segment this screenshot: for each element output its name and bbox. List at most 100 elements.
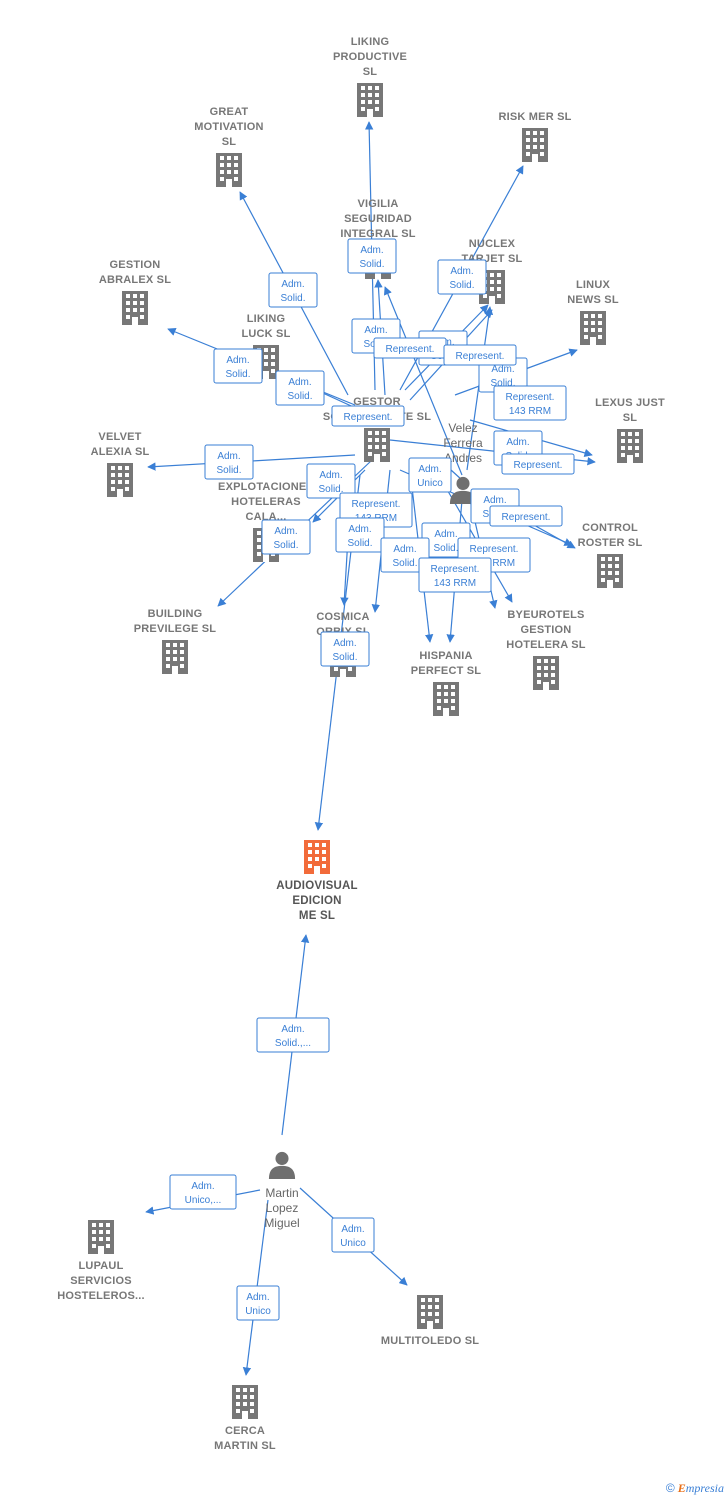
edge-label-text: Adm.: [281, 279, 304, 290]
edge-label-text: Represent.: [344, 412, 393, 423]
edge-label-box: [331, 405, 405, 427]
edge-label-l10[interactable]: Represent.: [443, 344, 517, 366]
edge-label-text: Adm.: [491, 364, 514, 375]
company-label: MOTIVATION: [194, 121, 263, 133]
company-label: ME SL: [299, 910, 335, 922]
company-label: AUDIOVISUAL: [276, 880, 357, 892]
edge-label-l17[interactable]: Adm.Solid.: [261, 519, 311, 555]
edge-label-box: [320, 631, 370, 667]
company-label: LIKING: [351, 36, 389, 48]
edge-label-box: [169, 1174, 237, 1210]
building-icon: [364, 428, 390, 462]
company-label: PERFECT SL: [411, 665, 482, 677]
edge-label-l18[interactable]: Adm. Unico: [408, 457, 452, 493]
edge-label-l24[interactable]: Adm. Solid.: [380, 537, 430, 573]
edge-label-text: Adm.: [246, 1292, 269, 1303]
company-label: NUCLEX: [469, 238, 516, 250]
company-node-explotaciones[interactable]: EXPLOTACIONESHOTELERASCALA...: [218, 481, 314, 562]
edge-label-l26[interactable]: Represent. 143 RRM: [418, 557, 492, 593]
edge-label-l30[interactable]: Adm.Unico: [331, 1217, 375, 1253]
edge-label-text: Adm.: [360, 245, 383, 256]
company-node-risk-mer[interactable]: RISK MER SL: [498, 111, 571, 162]
edge-label-l3[interactable]: Adm.Solid.: [437, 259, 487, 295]
edge-label-l16[interactable]: Adm.Solid.: [306, 463, 356, 499]
edge-label-text: Adm.: [483, 495, 506, 506]
company-label: VELVET: [98, 431, 141, 443]
edge-label-text: Adm.: [506, 437, 529, 448]
edge-label-l31[interactable]: Adm. Unico: [236, 1285, 280, 1321]
edge-label-l12[interactable]: Represent.143 RRM: [493, 385, 567, 421]
edge-label-l14[interactable]: Adm. Solid.: [204, 444, 254, 480]
edge-label-box: [443, 344, 517, 366]
edge-label-text: Solid.,...: [275, 1038, 311, 1049]
edge-label-text: Adm.: [341, 1224, 364, 1235]
edge-label-text: Unico: [245, 1306, 271, 1317]
company-label: BUILDING: [148, 608, 203, 620]
edge-label-text: Adm.: [333, 638, 356, 649]
building-icon: [216, 153, 242, 187]
company-label: GESTOR: [353, 396, 400, 408]
company-label: LIKING: [247, 313, 285, 325]
building-icon: [417, 1295, 443, 1329]
edge-label-l21[interactable]: Adm.Solid.: [335, 517, 385, 553]
edge-label-text: Solid.: [216, 465, 241, 476]
brand-initial: E: [677, 1481, 686, 1495]
edge-label-l29[interactable]: Adm.Unico,...: [169, 1174, 237, 1210]
edge-label-l1[interactable]: Adm.Solid.: [268, 272, 318, 308]
building-icon: [162, 640, 188, 674]
edge-label-l2[interactable]: Adm.Solid.: [347, 238, 397, 274]
edge-label-box: [331, 1217, 375, 1253]
edge-label-l5[interactable]: Adm.Solid.: [275, 370, 325, 406]
edge-label-l15[interactable]: Represent.: [501, 453, 575, 475]
edge-label-text: Adm.: [217, 451, 240, 462]
building-icon: [617, 429, 643, 463]
edge-label-box: [437, 259, 487, 295]
edge-label-text: Represent.: [470, 544, 519, 555]
edge-label-text: Represent.: [514, 460, 563, 471]
edge-label-l4[interactable]: Adm.Solid.: [213, 348, 263, 384]
company-label: CONTROL: [582, 522, 638, 534]
edge-label-text: Solid.: [449, 280, 474, 291]
edge-label-text: Adm.: [393, 544, 416, 555]
edge-label-l28[interactable]: Adm.Solid.,...: [256, 1017, 330, 1053]
building-icon: [304, 840, 330, 874]
edge-label-text: Represent.: [506, 392, 555, 403]
company-node-lupaul[interactable]: LUPAULSERVICIOSHOSTELEROS...: [57, 1220, 145, 1302]
edge-label-text: Unico: [417, 478, 443, 489]
edge-label-text: Solid.: [287, 391, 312, 402]
edge-label-l22[interactable]: Represent.: [489, 505, 563, 527]
company-label: SL: [363, 66, 378, 78]
company-label: PREVILEGE SL: [134, 623, 217, 635]
person-label: Velez: [448, 421, 477, 435]
edge-label-text: Solid.: [392, 558, 417, 569]
company-node-building-previlege[interactable]: BUILDING PREVILEGE SL: [134, 608, 217, 674]
brand-footer[interactable]: © Empresia: [666, 1481, 724, 1496]
edge-label-l13[interactable]: Represent.: [331, 405, 405, 427]
edge-label-text: Represent.: [456, 351, 505, 362]
edge-label-text: Adm.: [418, 464, 441, 475]
company-node-multitoledo[interactable]: MULTITOLEDO SL: [381, 1295, 479, 1347]
edge-label-l27[interactable]: Adm.Solid.: [320, 631, 370, 667]
edge-label-text: 143 RRM: [434, 578, 476, 589]
edge-label-text: Represent.: [431, 564, 480, 575]
edge-label-text: Adm.: [319, 470, 342, 481]
edge-label-text: Adm.: [434, 529, 457, 540]
edge-label-box: [261, 519, 311, 555]
edge-label-box: [493, 385, 567, 421]
edge-label-l8[interactable]: Represent.: [373, 337, 447, 359]
